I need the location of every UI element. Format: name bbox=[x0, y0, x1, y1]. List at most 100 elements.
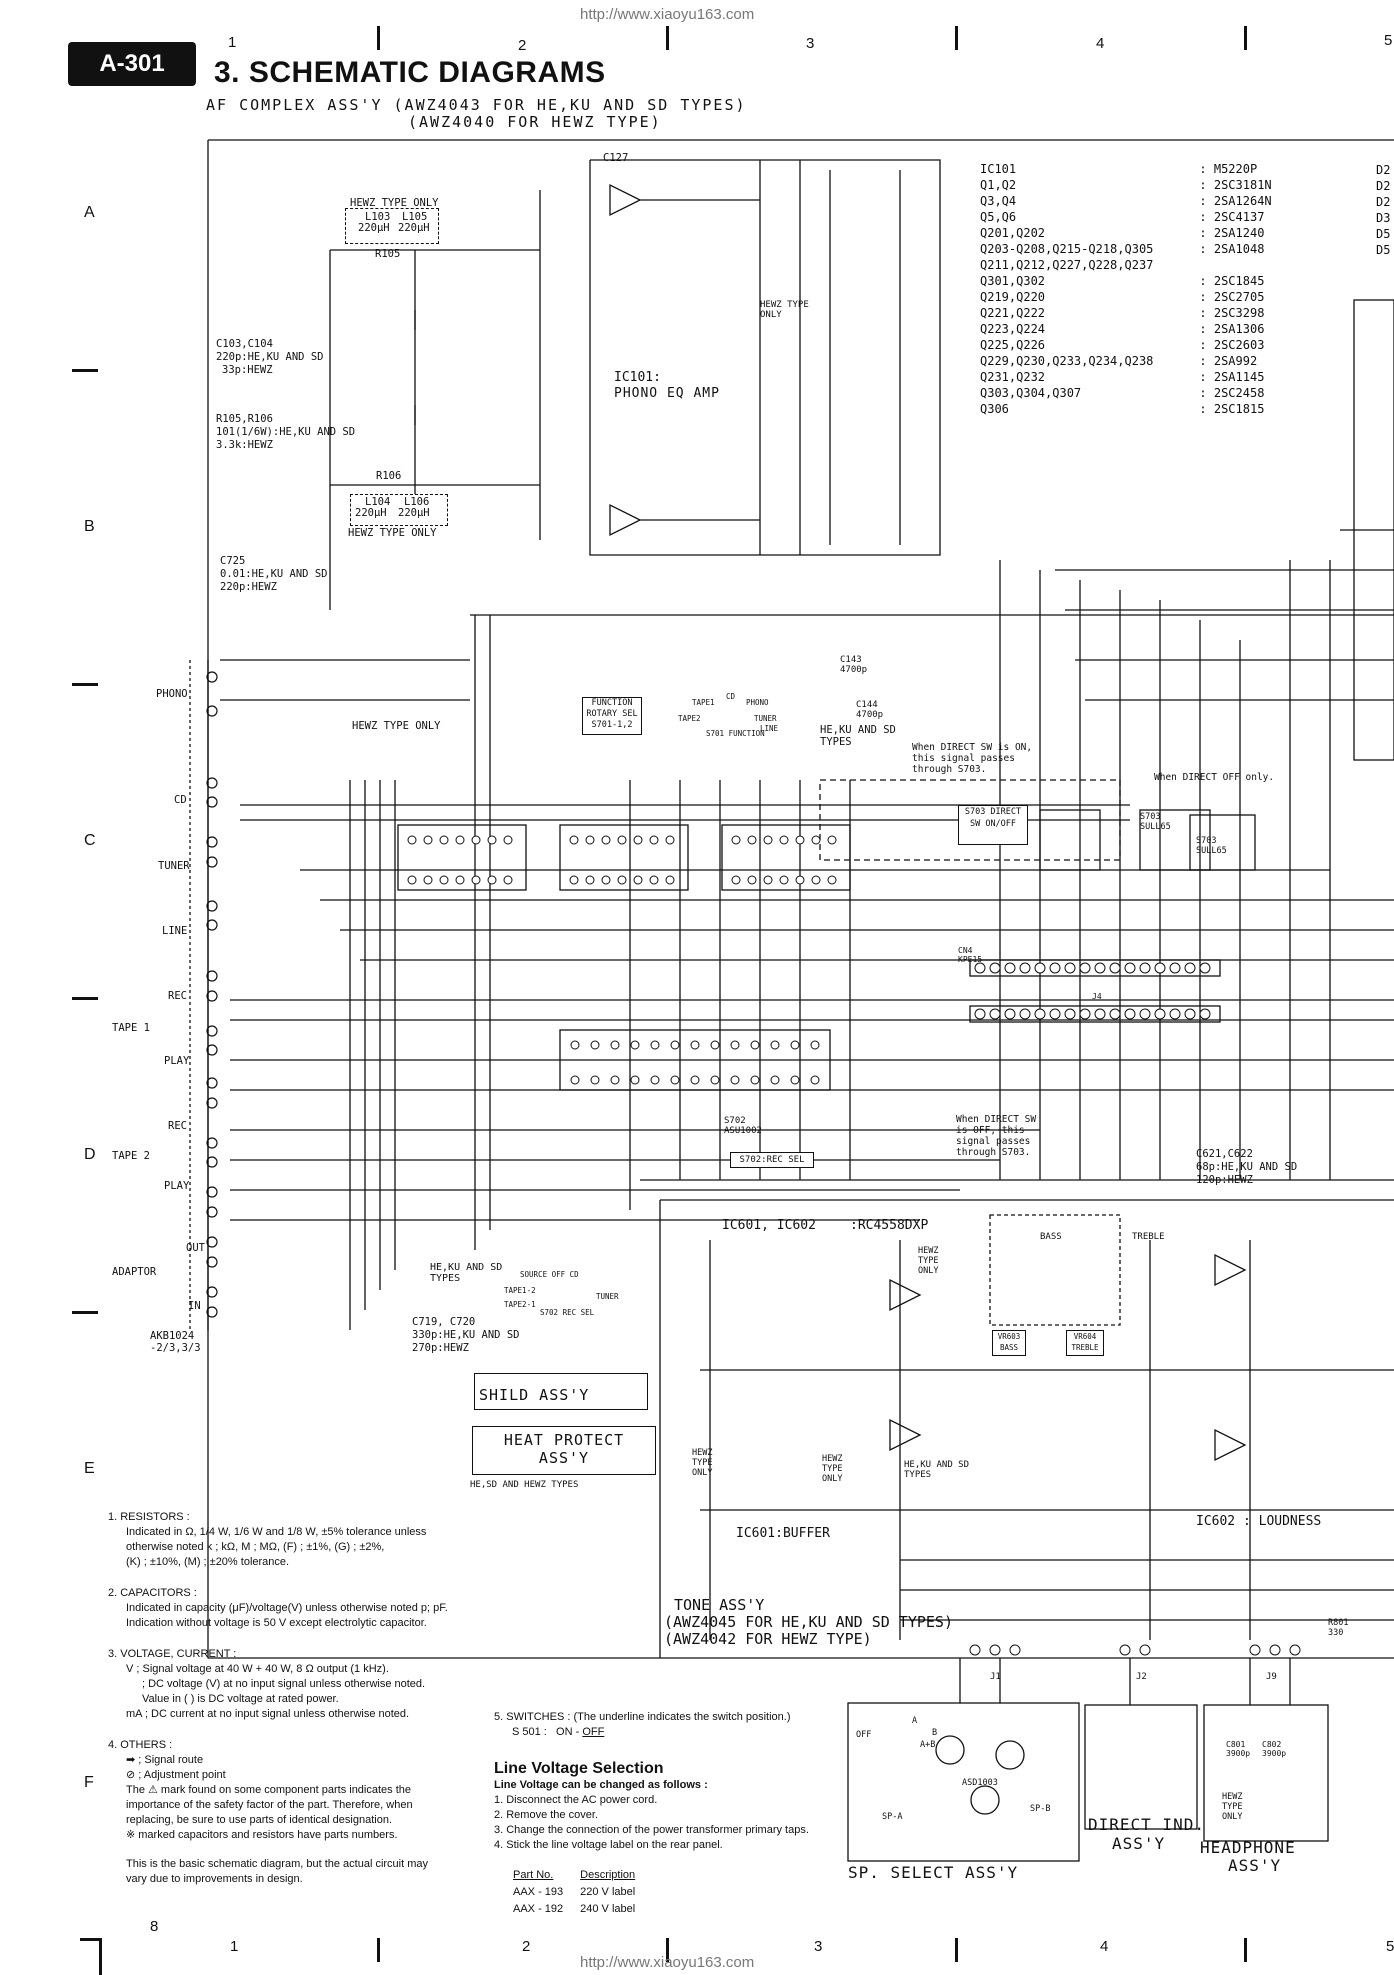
line-voltage-step-4: 4. Stick the line voltage label on the r… bbox=[494, 1839, 723, 1851]
transistor-ref: Q301,Q302 bbox=[980, 274, 1046, 288]
transistor-ref: Q223,Q224 bbox=[980, 322, 1046, 336]
transistor-part: : 2SC1815 bbox=[1199, 402, 1265, 416]
line-voltage-subtitle: Line Voltage can be changed as follows : bbox=[494, 1779, 708, 1791]
selector-line: LINE bbox=[760, 724, 779, 733]
headphone-label: HEADPHONE bbox=[1200, 1838, 1296, 1857]
row-letter-d: D bbox=[84, 1146, 96, 1163]
hewz-only-tone-1: HEWZ TYPE ONLY bbox=[918, 1246, 939, 1276]
transistor-part: : 2SC2705 bbox=[1199, 290, 1265, 304]
switches-off: OFF bbox=[582, 1726, 605, 1738]
notes-block: 1. RESISTORS : Indicated in Ω, 1/4 W, 1/… bbox=[108, 1510, 488, 1887]
tone-assy-he-label: (AWZ4045 FOR HE,KU AND SD TYPES) bbox=[664, 1613, 953, 1631]
transistor-part: : 2SC3181N bbox=[1199, 178, 1272, 192]
direct-ind-label: DIRECT IND. bbox=[1088, 1815, 1205, 1834]
switches-s501: S 501 : bbox=[512, 1726, 547, 1738]
transistor-ref: Q211,Q212,Q227,Q228,Q237 bbox=[980, 258, 1154, 272]
column-number-2-bottom: 2 bbox=[522, 1938, 531, 1955]
transistor-list: IC101: M5220P Q1,Q2: 2SC3181N Q3,Q4: 2SA… bbox=[980, 162, 1278, 418]
subtitle-line-1: AF COMPLEX ASS'Y (AWZ4043 FOR HE,KU AND … bbox=[206, 96, 747, 114]
c127-label: C127 bbox=[603, 152, 629, 164]
switches-on: ON - bbox=[556, 1726, 583, 1738]
treble-label: TREBLE bbox=[1132, 1232, 1165, 1242]
c725-value-1: 0.01:HE,KU AND SD bbox=[220, 568, 328, 580]
r106-label: R106 bbox=[376, 470, 402, 482]
voltage-line-3: Value in ( ) is DC voltage at rated powe… bbox=[142, 1693, 339, 1705]
row-letter-f: F bbox=[84, 1774, 94, 1791]
row-letter-a: A bbox=[84, 204, 95, 221]
s702-label: S702 ASU1002 bbox=[724, 1116, 762, 1136]
diode-ref: D5 bbox=[1376, 243, 1391, 257]
he-sd-hewz-label: HE,SD AND HEWZ TYPES bbox=[470, 1480, 579, 1490]
column-number-5-bottom: 5 bbox=[1386, 1938, 1394, 1955]
diode-ref: D2 bbox=[1376, 163, 1391, 177]
voltage-line-1: V ; Signal voltage at 40 W + 40 W, 8 Ω o… bbox=[126, 1663, 389, 1675]
c103-value-2: 33p:HEWZ bbox=[222, 364, 273, 376]
vr603-box: VR603 BASS bbox=[992, 1330, 1026, 1356]
others-line-6: ※ marked capacitors and resistors have p… bbox=[126, 1829, 398, 1841]
line-voltage-step-1: 1. Disconnect the AC power cord. bbox=[494, 1794, 658, 1806]
function-rotary-box: FUNCTION ROTARY SEL S701-1,2 bbox=[582, 697, 642, 735]
description-cell: 220 V label bbox=[580, 1886, 636, 1898]
column-number-1-bottom: 1 bbox=[230, 1938, 239, 1955]
grid-tick bbox=[1244, 26, 1247, 50]
page-badge: A-301 bbox=[68, 42, 196, 86]
voltage-line-4: mA ; DC current at no input signal unles… bbox=[126, 1708, 410, 1720]
tone-assy-label: TONE ASS'Y bbox=[674, 1596, 765, 1614]
tape2-play-label: PLAY bbox=[164, 1180, 190, 1192]
direct-on-note: When DIRECT SW is ON, this signal passes… bbox=[912, 742, 1033, 775]
r105-value-2: 3.3k:HEWZ bbox=[216, 439, 273, 451]
row-letter-c: C bbox=[84, 832, 96, 849]
line-voltage-step-3: 3. Change the connection of the power tr… bbox=[494, 1824, 809, 1836]
l106-value: 220μH bbox=[398, 507, 430, 519]
grid-tick bbox=[72, 1311, 98, 1314]
switches-heading: 5. SWITCHES : (The underline indicates t… bbox=[494, 1711, 791, 1723]
grid-tick bbox=[955, 26, 958, 50]
c802-label: C802 3900p bbox=[1262, 1740, 1287, 1758]
phono-eq-amp-label: PHONO EQ AMP bbox=[614, 386, 720, 401]
grid-tick bbox=[72, 683, 98, 686]
grid-tick bbox=[955, 1938, 958, 1962]
basic-line-1: This is the basic schematic diagram, but… bbox=[126, 1858, 429, 1870]
description-header: Description bbox=[580, 1869, 636, 1881]
r105-value-1: 101(1/6W):HE,KU AND SD bbox=[216, 426, 356, 438]
selector-tuner: TUNER bbox=[754, 714, 777, 723]
rec-source-off-cd: SOURCE OFF CD bbox=[520, 1270, 579, 1279]
transistor-ref: Q231,Q232 bbox=[980, 370, 1046, 384]
c103-c104-label: C103,C104 bbox=[216, 338, 273, 350]
source-url-top[interactable]: http://www.xiaoyu163.com bbox=[580, 6, 755, 23]
rec-tape-1-2: TAPE1-2 bbox=[504, 1286, 536, 1295]
transistor-part: : 2SC3298 bbox=[1199, 306, 1265, 320]
heat-protect-label: HEAT PROTECT bbox=[503, 1431, 625, 1449]
r105-label: R105 bbox=[375, 248, 401, 260]
ic601-ic602-label: IC601, IC602 bbox=[722, 1218, 816, 1233]
others-line-2: ⊘ ; Adjustment point bbox=[126, 1769, 226, 1781]
sp-off-label: OFF bbox=[856, 1730, 872, 1740]
r801-label: R801 330 bbox=[1328, 1618, 1349, 1638]
source-url-bottom[interactable]: http://www.xiaoyu163.com bbox=[580, 1954, 755, 1971]
asd1003-label: ASD1003 bbox=[962, 1778, 998, 1788]
cd-input-label: CD bbox=[174, 794, 187, 806]
rc4558-label: :RC4558DXP bbox=[850, 1218, 929, 1233]
corner-mark bbox=[80, 1938, 102, 1941]
diode-ref: D2 bbox=[1376, 179, 1391, 193]
heat-protect-assy-label: ASS'Y bbox=[538, 1449, 590, 1467]
c144-label: C144 4700p bbox=[856, 700, 884, 720]
c801-label: C801 3900p bbox=[1226, 1740, 1251, 1758]
hewz-only-tone-2: HEWZ TYPE ONLY bbox=[692, 1448, 713, 1478]
corner-mark bbox=[99, 1938, 102, 1975]
column-number-3-bottom: 3 bbox=[814, 1938, 823, 1955]
transistor-part bbox=[1159, 258, 1277, 274]
ic602-loudness-label: IC602 : LOUDNESS bbox=[1196, 1514, 1322, 1529]
grid-tick bbox=[377, 26, 380, 50]
page-title: 3. SCHEMATIC DIAGRAMS bbox=[214, 56, 606, 89]
capacitors-line-2: Indication without voltage is 50 V excep… bbox=[126, 1617, 427, 1629]
column-number-1: 1 bbox=[228, 34, 237, 51]
part-no-cell: AAX - 193 bbox=[513, 1886, 564, 1898]
l103-label: L103 bbox=[365, 211, 391, 223]
c719-value-2: 270p:HEWZ bbox=[412, 1342, 469, 1354]
capacitors-heading: 2. CAPACITORS : bbox=[108, 1587, 197, 1599]
capacitors-line-1: Indicated in capacity (μF)/voltage(V) un… bbox=[126, 1602, 448, 1614]
sp-a-switch: A bbox=[912, 1716, 918, 1726]
headphone-assy-label: ASS'Y bbox=[1228, 1856, 1282, 1875]
transistor-ref: Q203-Q208,Q215-Q218,Q305 bbox=[980, 242, 1154, 256]
